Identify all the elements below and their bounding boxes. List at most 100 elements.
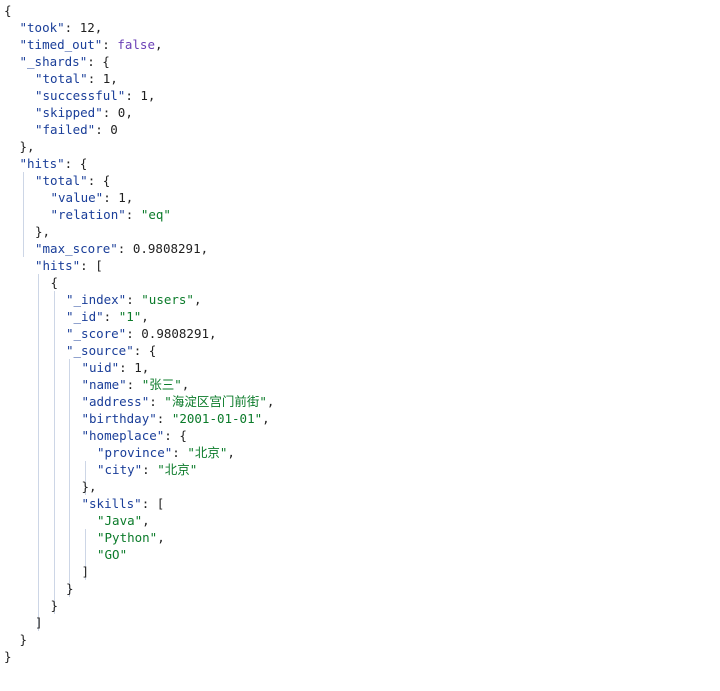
json-string-value: "海淀区宫门前街" bbox=[164, 394, 267, 409]
json-punctuation: ] bbox=[35, 615, 43, 630]
json-punctuation: } bbox=[4, 649, 12, 664]
json-line: "address": "海淀区宫门前街", bbox=[82, 393, 275, 410]
json-number-value: 0.9808291 bbox=[141, 326, 210, 341]
json-line: "successful": 1, bbox=[35, 87, 155, 104]
json-line: "_source": { bbox=[66, 342, 156, 359]
json-key: "province" bbox=[97, 445, 173, 460]
json-line: "_index": "users", bbox=[66, 291, 202, 308]
json-line: } bbox=[20, 631, 28, 648]
json-number-value: 1 bbox=[140, 88, 148, 103]
json-key: "failed" bbox=[35, 122, 96, 137]
indent-guide bbox=[22, 172, 24, 257]
json-line: "name": "张三", bbox=[82, 376, 190, 393]
json-punctuation: : bbox=[156, 411, 172, 426]
json-line: "birthday": "2001-01-01", bbox=[82, 410, 270, 427]
json-punctuation: { bbox=[50, 275, 59, 290]
json-punctuation: , bbox=[193, 292, 202, 307]
json-line: ] bbox=[35, 614, 43, 631]
json-key: "total" bbox=[35, 71, 88, 86]
json-string-value: "Python" bbox=[97, 530, 158, 545]
json-line: "homeplace": { bbox=[82, 427, 187, 444]
json-punctuation: : bbox=[172, 445, 188, 460]
json-line: "timed_out": false, bbox=[20, 36, 163, 53]
json-key: "birthday" bbox=[81, 411, 157, 426]
json-key: "_shards" bbox=[19, 54, 88, 69]
json-line: ] bbox=[82, 563, 90, 580]
indent-guide bbox=[69, 359, 70, 597]
json-punctuation: : bbox=[103, 190, 119, 205]
json-key: "total" bbox=[35, 173, 88, 188]
json-key: "uid" bbox=[81, 360, 120, 375]
json-key: "skills" bbox=[81, 496, 142, 511]
json-string-value: "北京" bbox=[157, 462, 198, 477]
json-string-value: "张三" bbox=[141, 377, 182, 392]
json-key: "homeplace" bbox=[81, 428, 165, 443]
json-punctuation: , bbox=[155, 37, 163, 52]
json-number-value: 0 bbox=[110, 122, 118, 137]
json-line: "Java", bbox=[97, 512, 150, 529]
json-punctuation: , bbox=[266, 394, 275, 409]
json-line: "skills": [ bbox=[82, 495, 165, 512]
json-punctuation: , bbox=[110, 71, 118, 86]
json-key: "_id" bbox=[66, 309, 104, 324]
json-punctuation: : bbox=[126, 377, 142, 392]
json-line: "city": "北京" bbox=[97, 461, 197, 478]
json-boolean-value: false bbox=[117, 37, 155, 52]
json-number-value: 1 bbox=[102, 71, 111, 86]
json-punctuation: : { bbox=[133, 343, 157, 358]
json-punctuation: : [ bbox=[80, 258, 103, 273]
json-punctuation: : bbox=[119, 360, 135, 375]
json-string-value: "GO" bbox=[97, 547, 128, 562]
json-punctuation: , bbox=[262, 411, 270, 426]
json-string-value: "users" bbox=[141, 292, 194, 307]
json-number-value: 12 bbox=[79, 20, 95, 35]
json-number-value: 1 bbox=[134, 360, 142, 375]
json-punctuation: : bbox=[125, 207, 141, 222]
json-punctuation: : { bbox=[87, 54, 110, 69]
json-line: { bbox=[4, 2, 12, 19]
json-punctuation: , bbox=[125, 190, 134, 205]
json-line: }, bbox=[35, 223, 50, 240]
json-string-value: "eq" bbox=[140, 207, 171, 222]
json-punctuation: : { bbox=[87, 173, 111, 188]
json-line: }, bbox=[82, 478, 97, 495]
json-key: "_index" bbox=[66, 292, 127, 307]
json-line: "Python", bbox=[97, 529, 165, 546]
json-key: "max_score" bbox=[35, 241, 118, 256]
json-string-value: "1" bbox=[118, 309, 142, 324]
json-line: "hits": [ bbox=[35, 257, 103, 274]
json-punctuation: : bbox=[126, 292, 142, 307]
json-punctuation: , bbox=[200, 241, 209, 256]
json-punctuation: : bbox=[102, 37, 118, 52]
json-line: "province": "北京", bbox=[97, 444, 235, 461]
indent-guide bbox=[84, 461, 86, 495]
json-string-value: "北京" bbox=[187, 445, 228, 460]
json-line: "value": 1, bbox=[51, 189, 134, 206]
json-line: "failed": 0 bbox=[35, 121, 118, 138]
indent-guide bbox=[38, 274, 39, 631]
json-key: "_score" bbox=[66, 326, 127, 341]
json-line: } bbox=[4, 648, 12, 665]
json-punctuation: }, bbox=[35, 224, 51, 239]
json-key: "took" bbox=[19, 20, 65, 35]
json-punctuation: : bbox=[102, 105, 118, 120]
json-punctuation: : bbox=[95, 122, 111, 137]
json-line: "total": { bbox=[35, 172, 110, 189]
json-punctuation: , bbox=[142, 513, 150, 528]
json-line: }, bbox=[20, 138, 35, 155]
indent-guide bbox=[84, 529, 86, 580]
json-punctuation: , bbox=[227, 445, 235, 460]
json-punctuation: : bbox=[142, 462, 158, 477]
json-key: "value" bbox=[50, 190, 104, 205]
json-punctuation: ] bbox=[81, 564, 90, 579]
json-punctuation: }, bbox=[81, 479, 97, 494]
json-punctuation: , bbox=[125, 105, 133, 120]
json-punctuation: } bbox=[19, 632, 28, 647]
json-punctuation: }, bbox=[19, 139, 35, 154]
json-punctuation: , bbox=[141, 360, 150, 375]
json-line: } bbox=[66, 580, 74, 597]
json-punctuation: : bbox=[149, 394, 165, 409]
json-number-value: 0.9808291 bbox=[132, 241, 201, 256]
json-key: "successful" bbox=[35, 88, 126, 103]
json-line: "uid": 1, bbox=[82, 359, 150, 376]
